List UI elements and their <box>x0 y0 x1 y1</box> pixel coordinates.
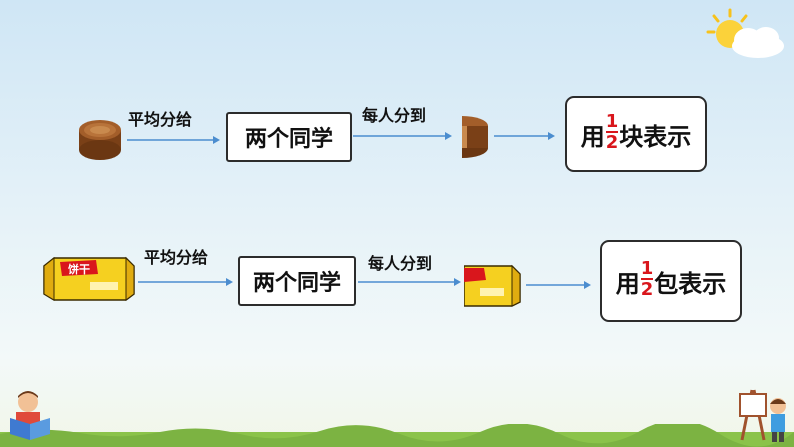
row1-fraction-bar <box>606 130 618 133</box>
row2-result-suffix: 包表示 <box>654 269 727 298</box>
child-reading-illustration <box>6 388 54 444</box>
biscuit-pack-text: 饼干 <box>68 263 90 276</box>
row2-arrow-2 <box>358 277 462 287</box>
row1-students-box: 两个同学 <box>226 112 352 162</box>
row1-verb-label: 平均分给 <box>128 110 193 129</box>
row2-each-label: 每人分到 <box>368 254 433 273</box>
row2-fraction-numerator: 1 <box>640 257 654 279</box>
row2-verb-label: 平均分给 <box>144 248 209 267</box>
row1-fraction-denominator: 2 <box>605 131 619 153</box>
sun-cloud-decoration <box>700 6 790 66</box>
row2-students-text: 两个同学 <box>252 271 341 296</box>
mooncake-whole-icon <box>76 116 124 162</box>
row2-fraction-denominator: 2 <box>640 278 654 300</box>
row2-result-prefix: 用 <box>615 269 640 298</box>
row2-fraction: 1 2 <box>640 257 654 300</box>
grass-strip <box>0 424 794 447</box>
row1-students-text: 两个同学 <box>244 127 333 152</box>
biscuit-pack-half-icon <box>464 262 524 308</box>
row1-each-label: 每人分到 <box>362 106 427 125</box>
row1-arrow-3 <box>494 131 556 141</box>
row1-fraction-numerator: 1 <box>605 110 619 132</box>
row1-arrow-2 <box>353 131 453 141</box>
row1-result-suffix: 块表示 <box>619 122 692 151</box>
row2-arrow-3 <box>526 280 592 290</box>
mooncake-half-icon <box>462 112 490 160</box>
biscuit-pack-whole-icon: 饼干 <box>40 254 138 302</box>
row1-result-prefix: 用 <box>580 122 605 151</box>
child-painting-illustration <box>734 380 790 444</box>
row2-result-box: 用 1 2 包表示 <box>600 240 742 322</box>
row1-fraction: 1 2 <box>605 110 619 153</box>
row2-arrow-1 <box>138 277 234 287</box>
row2-students-box: 两个同学 <box>238 256 356 306</box>
row1-arrow-1 <box>127 135 221 145</box>
row2-fraction-bar <box>641 277 653 280</box>
row1-result-box: 用 1 2 块表示 <box>565 96 707 172</box>
